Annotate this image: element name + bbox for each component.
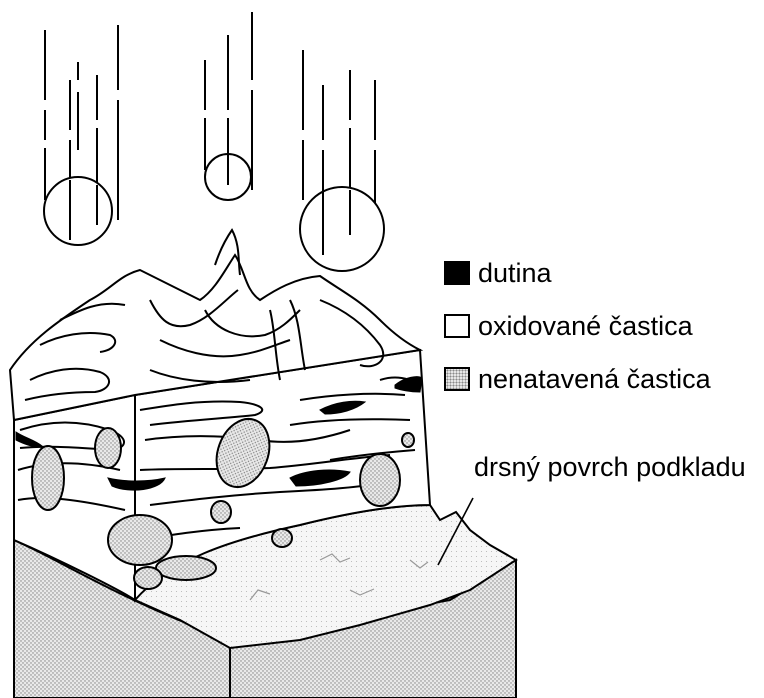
legend-swatch-unmelted bbox=[444, 367, 470, 391]
falling-particle-right bbox=[300, 50, 384, 271]
unmelted-particle bbox=[32, 446, 64, 510]
legend-label-oxidized: oxidované častica bbox=[478, 311, 693, 341]
unmelted-particle bbox=[402, 433, 414, 447]
unmelted-particle bbox=[211, 501, 231, 523]
unmelted-particle bbox=[95, 428, 121, 468]
legend-swatch-oxidized bbox=[444, 314, 470, 338]
falling-particle-middle bbox=[205, 12, 252, 200]
legend-label-void: dutina bbox=[478, 258, 552, 288]
unmelted-particle bbox=[108, 515, 172, 565]
substrate-label: drsný povrch podkladu bbox=[474, 452, 746, 482]
unmelted-particle bbox=[134, 567, 162, 589]
falling-particle-left bbox=[44, 25, 118, 245]
falling-particles bbox=[44, 12, 384, 271]
legend-swatch-void bbox=[444, 261, 470, 285]
unmelted-particle bbox=[272, 529, 292, 547]
unmelted-particle bbox=[156, 556, 216, 580]
unmelted-particle bbox=[360, 454, 400, 506]
legend-label-unmelted: nenatavená častica bbox=[478, 364, 711, 394]
